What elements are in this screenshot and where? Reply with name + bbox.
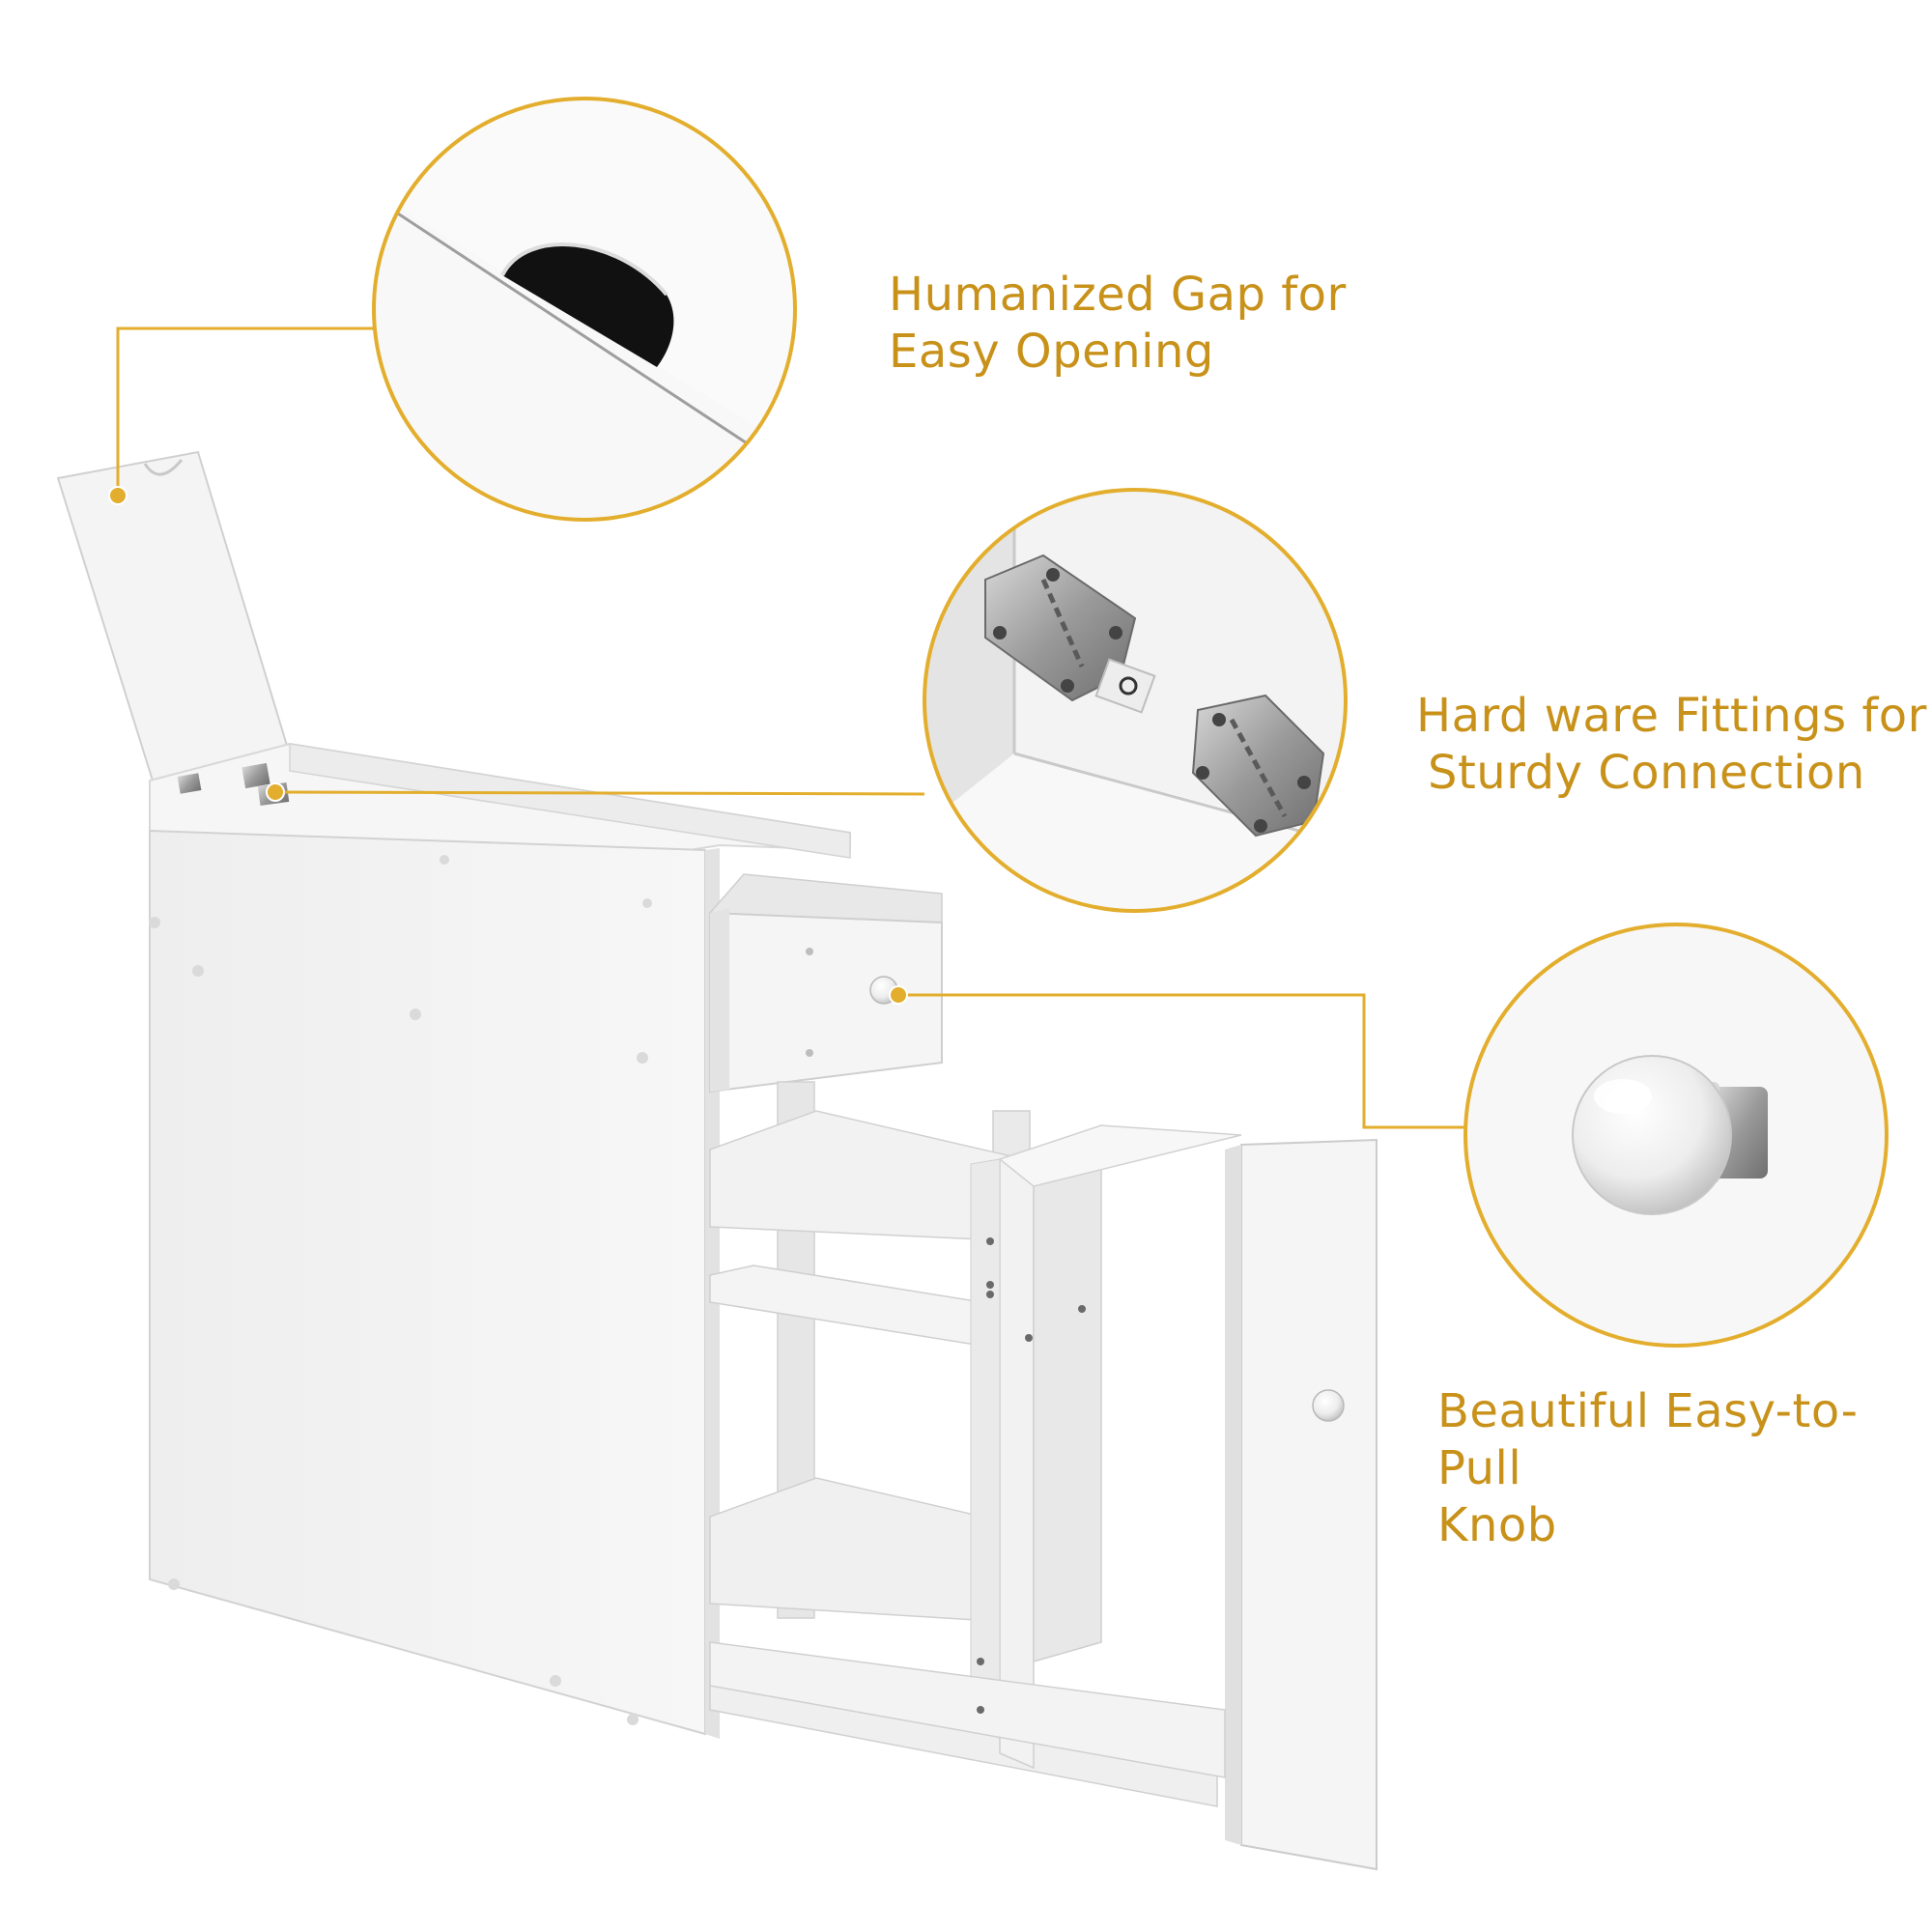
knob-anchor-dot [889,985,908,1005]
rack-knob [1312,1389,1345,1422]
gap-closeup [372,97,797,522]
callout-knob-line2: Knob [1437,1498,1557,1552]
callout-knob-line1: Beautiful Easy-to-Pull [1437,1384,1859,1495]
top-drawer [708,873,943,1094]
rack-holes [977,1237,1086,1714]
cabinet-side-panel [149,829,706,1736]
leader-dots [108,486,908,1005]
callout-hardware-line2: Sturdy Connection [1428,746,1865,800]
callout-gap-line2: Easy Opening [889,325,1214,379]
callout-label-gap: Humanized Gap for Easy Opening [889,267,1347,381]
lid-finger-gap [143,459,184,476]
leader-line-knob [898,993,1465,1129]
rack-front-panel [1240,1138,1378,1871]
finger-gap-icon [502,243,674,367]
leader-line-hardware [274,790,925,796]
leader-lines [116,327,1465,1129]
hardware-closeup [923,488,1348,913]
side-panel-dots [149,855,652,1725]
hardware-anchor-dot [266,782,285,802]
callout-label-hardware: Hard ware Fittings for Sturdy Connection [1416,688,1927,802]
callout-hardware-line1: Hard ware Fittings for [1416,689,1927,743]
cabinet [56,450,1378,1871]
gap-anchor-dot [108,486,128,505]
knob-closeup [1463,923,1889,1348]
hinge-icon-lower [1191,694,1325,838]
leader-line-gap [116,327,374,496]
pull-out-rack [709,1081,1378,1871]
callout-label-knob: Beautiful Easy-to-Pull Knob [1437,1383,1932,1554]
callout-gap-line1: Humanized Gap for [889,268,1347,322]
hinge-icon-upper [984,554,1137,702]
knob-icon [1572,1055,1732,1215]
cabinet-lid [56,450,290,782]
